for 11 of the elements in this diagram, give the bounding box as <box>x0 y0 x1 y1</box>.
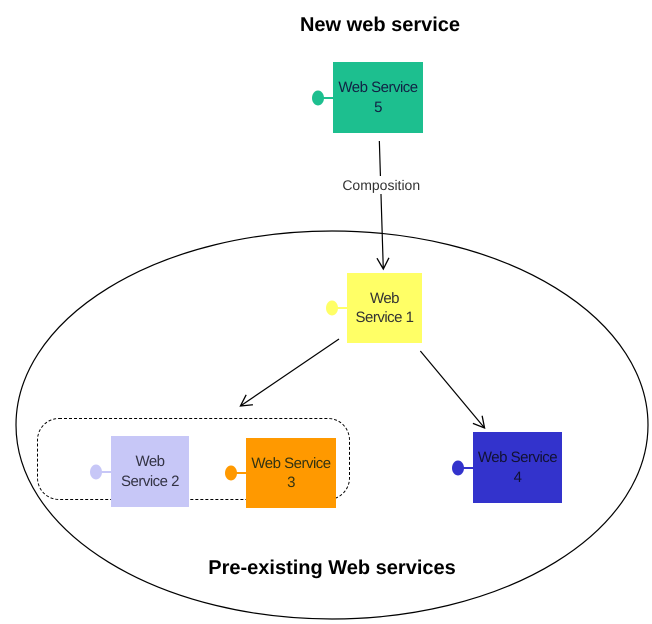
arrow <box>240 338 340 407</box>
service-box: Web Service 4 <box>473 432 562 503</box>
arrow <box>420 350 486 429</box>
service-box: Web Service 2 <box>111 436 189 507</box>
diagram-title: New web service <box>298 14 462 37</box>
service-box: Web Service 5 <box>333 62 423 133</box>
group-heading: Pre-existing Web services <box>207 557 457 580</box>
edge-label: Composition <box>340 176 422 194</box>
service-box: Web Service 3 <box>246 438 336 508</box>
group-ellipse <box>15 230 649 620</box>
service-box: Web Service 1 <box>347 273 422 343</box>
